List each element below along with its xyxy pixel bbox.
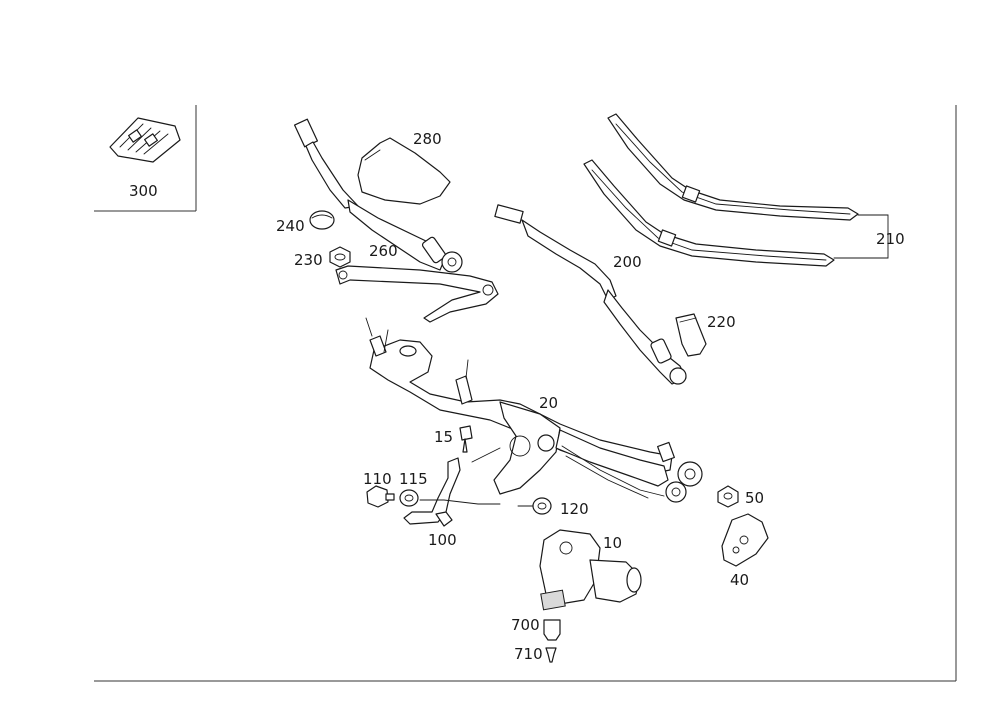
label-20: 20: [539, 394, 558, 412]
part-230-nut[interactable]: [329, 246, 351, 268]
part-15-bolt[interactable]: [459, 425, 501, 463]
label-110: 110: [363, 470, 392, 488]
part-50-nut[interactable]: [717, 485, 739, 508]
label-100: 100: [428, 531, 457, 549]
part-200-right-wiper-arm[interactable]: [494, 204, 687, 385]
part-710-grommet[interactable]: [545, 647, 557, 663]
label-710: 710: [514, 645, 543, 663]
label-300: 300: [129, 182, 158, 200]
part-210-wiper-blades[interactable]: [583, 113, 889, 267]
part-115-washer[interactable]: [399, 489, 419, 507]
label-200: 200: [613, 253, 642, 271]
part-220-arm-cap[interactable]: [675, 313, 707, 357]
label-220: 220: [707, 313, 736, 331]
label-115: 115: [399, 470, 428, 488]
part-260-left-wiper-arm[interactable]: [293, 118, 463, 273]
part-20-wiper-linkage[interactable]: [365, 317, 703, 503]
part-100-bracket[interactable]: [403, 457, 501, 527]
part-40-seal[interactable]: [721, 513, 769, 567]
left-linkage-rod[interactable]: [335, 265, 499, 323]
part-110-bolt[interactable]: [366, 485, 395, 508]
label-280: 280: [413, 130, 442, 148]
label-120: 120: [560, 500, 589, 518]
label-15: 15: [434, 428, 453, 446]
part-120-washer[interactable]: [517, 497, 552, 515]
callout-labels: 300 280 240 260 230 200 210 220 20 15 11…: [129, 130, 905, 663]
part-240-cap[interactable]: [309, 210, 335, 230]
label-260: 260: [369, 242, 398, 260]
diagram-frame: [94, 105, 957, 682]
label-50: 50: [745, 489, 764, 507]
part-280-cover[interactable]: [357, 137, 451, 205]
label-210: 210: [876, 230, 905, 248]
part-700-connector[interactable]: [543, 619, 561, 641]
part-300-connector[interactable]: [109, 117, 181, 163]
part-10-wiper-motor[interactable]: [539, 529, 642, 611]
label-240: 240: [276, 217, 305, 235]
label-40: 40: [730, 571, 749, 589]
label-10: 10: [603, 534, 622, 552]
label-700: 700: [511, 616, 540, 634]
label-230: 230: [294, 251, 323, 269]
